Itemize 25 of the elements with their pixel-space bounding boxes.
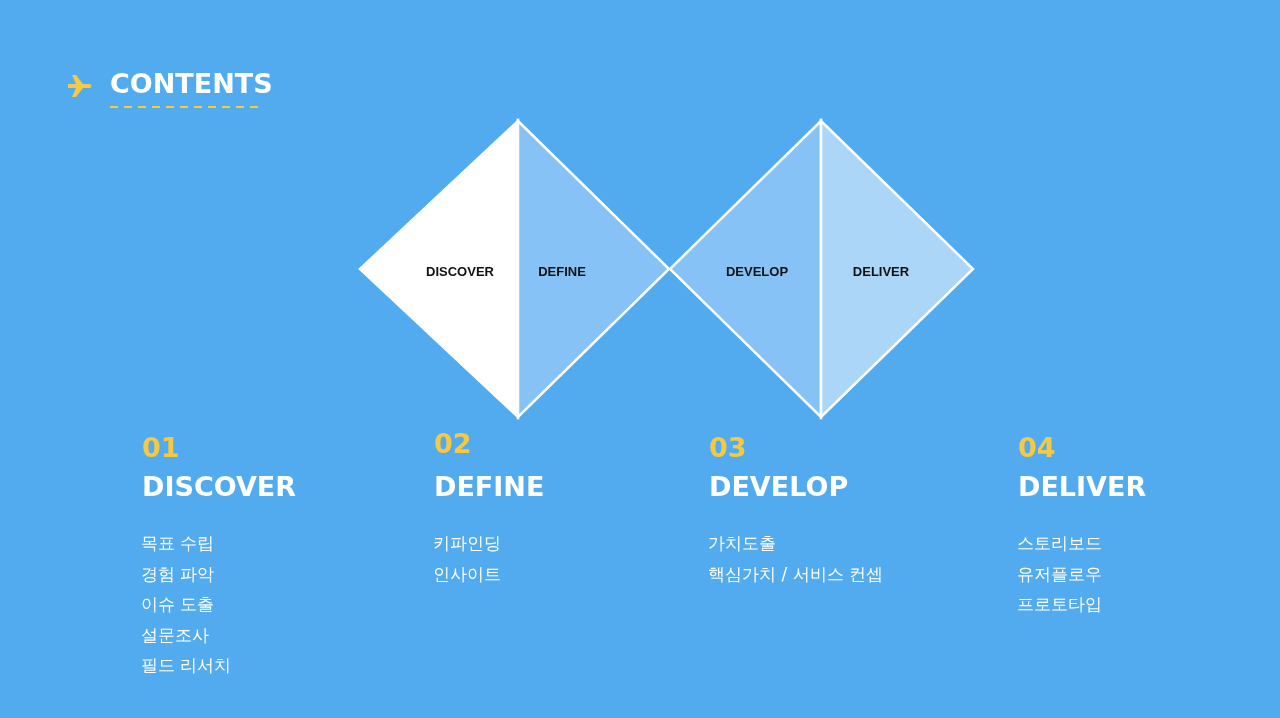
list-item: 가치도출 bbox=[708, 532, 776, 555]
list-item: 프로토타입 bbox=[1017, 593, 1102, 616]
section-heading: DELIVER bbox=[1018, 471, 1147, 502]
phase-label: DEVELOP bbox=[725, 263, 789, 279]
phase-label: DEFINE bbox=[538, 263, 586, 279]
section-number: 03 bbox=[709, 432, 747, 463]
list-item: 필드 리서치 bbox=[141, 654, 232, 677]
phase-label: DELIVER bbox=[852, 263, 910, 279]
list-item: 이슈 도출 bbox=[141, 593, 215, 616]
list-item: 경험 파악 bbox=[141, 562, 215, 586]
section-heading: DEVELOP bbox=[709, 471, 849, 502]
list-item: 스토리보드 bbox=[1017, 532, 1102, 555]
list-item: 인사이트 bbox=[433, 562, 501, 586]
section-heading: DISCOVER bbox=[142, 471, 297, 502]
list-item: 목표 수립 bbox=[141, 532, 215, 555]
list-item: 유저플로우 bbox=[1017, 562, 1102, 586]
section-number: 02 bbox=[434, 428, 472, 459]
section-number: 01 bbox=[142, 432, 180, 463]
list-item: 키파인딩 bbox=[433, 532, 501, 555]
title: CONTENTS bbox=[110, 68, 273, 99]
phase-label: DISCOVER bbox=[426, 263, 494, 279]
list-item: 핵심가치 / 서비스 컨셉 bbox=[708, 562, 883, 586]
list-item: 설문조사 bbox=[141, 623, 209, 647]
section-number: 04 bbox=[1018, 432, 1056, 463]
section-heading: DEFINE bbox=[434, 471, 545, 502]
